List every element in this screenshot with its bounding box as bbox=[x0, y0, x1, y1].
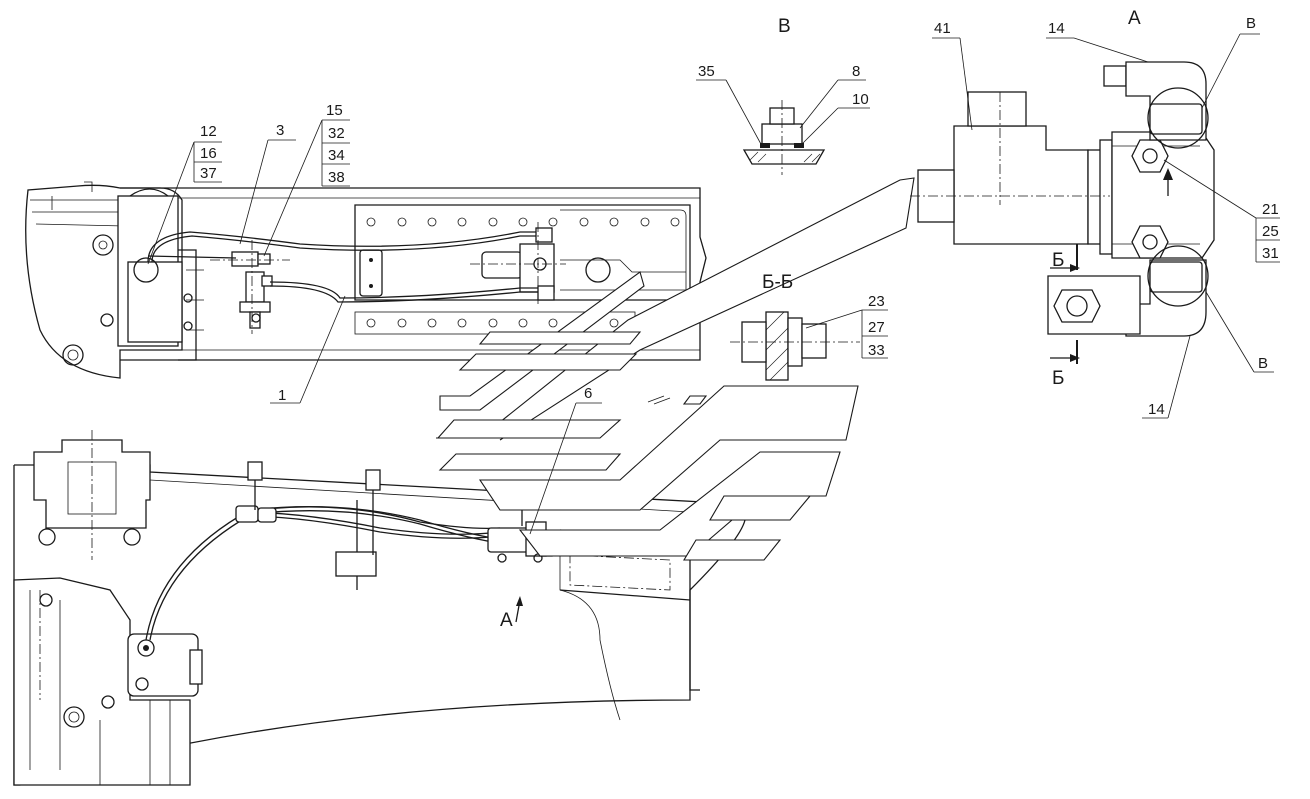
section-label-b-b: Б-Б bbox=[762, 272, 793, 293]
callout-23: 23 bbox=[868, 293, 885, 310]
callout-27: 27 bbox=[868, 319, 885, 336]
callout-15: 15 bbox=[326, 102, 343, 119]
view-label-a: A bbox=[1128, 8, 1141, 29]
callout-labels: 12 16 37 3 15 32 34 38 1 6 35 8 10 23 27… bbox=[200, 15, 1279, 418]
callout-8: 8 bbox=[852, 63, 860, 80]
callout-21: 21 bbox=[1262, 201, 1279, 218]
callout-1: 1 bbox=[278, 387, 286, 404]
view-labels: В A Б-Б Б Б A bbox=[500, 8, 1141, 631]
leader-lines bbox=[147, 33, 1280, 535]
view-arrow-a-label: A bbox=[500, 610, 513, 631]
callout-14-bottom: 14 bbox=[1148, 401, 1165, 418]
callout-34: 34 bbox=[328, 147, 345, 164]
callout-10: 10 bbox=[852, 91, 869, 108]
section-b-b bbox=[730, 311, 860, 381]
callout-b-top: B bbox=[1246, 15, 1256, 32]
callout-35: 35 bbox=[698, 63, 715, 80]
callout-37: 37 bbox=[200, 165, 217, 182]
frame-plan-view bbox=[25, 181, 707, 379]
callout-16: 16 bbox=[200, 145, 217, 162]
view-label-b: В bbox=[778, 16, 791, 37]
callout-41: 41 bbox=[934, 20, 951, 37]
callout-3: 3 bbox=[276, 122, 284, 139]
callout-25: 25 bbox=[1262, 223, 1279, 240]
cut-mark-bottom: Б bbox=[1052, 368, 1064, 389]
view-a-solenoid-valve bbox=[910, 61, 1215, 364]
watermark-chevrons bbox=[436, 177, 915, 561]
callout-12: 12 bbox=[200, 123, 217, 140]
callout-33: 33 bbox=[868, 342, 885, 359]
detail-b bbox=[742, 100, 826, 175]
cut-mark-top: Б bbox=[1052, 250, 1064, 271]
upper-hole-row bbox=[366, 217, 680, 227]
callout-32: 32 bbox=[328, 125, 345, 142]
callout-31: 31 bbox=[1262, 245, 1279, 262]
callout-b-bottom: B bbox=[1258, 355, 1268, 372]
callout-6: 6 bbox=[584, 385, 592, 402]
callout-14-top: 14 bbox=[1048, 20, 1065, 37]
callout-38: 38 bbox=[328, 169, 345, 186]
